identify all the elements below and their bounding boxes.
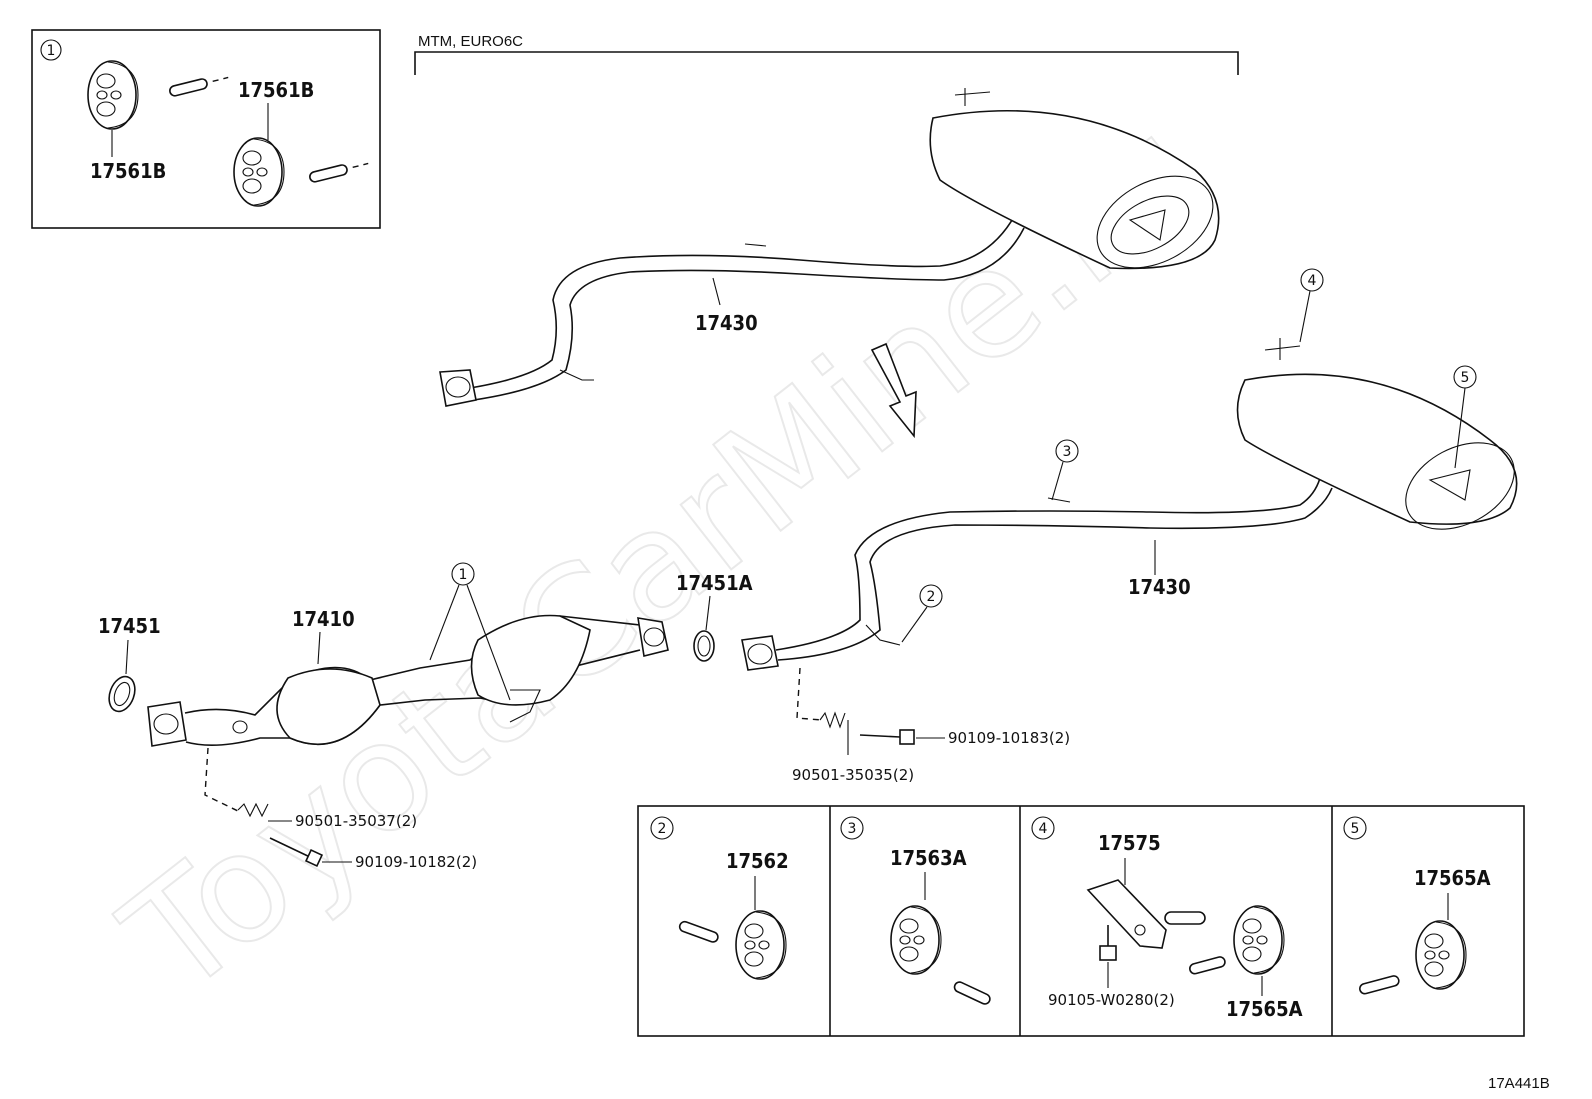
hanger-17562 <box>735 910 787 980</box>
label-17563a: 17563A <box>890 846 967 870</box>
gasket-17451: 17451 <box>98 614 161 713</box>
label-17430-top: 17430 <box>695 311 758 335</box>
detail-box-2: 2 17562 <box>650 816 789 980</box>
label-17561b-bottom: 17561B <box>90 159 166 183</box>
gasket-17451a: 17451A <box>676 571 753 662</box>
label-17562: 17562 <box>726 849 789 873</box>
fasteners-front: 90501-35037(2) 90109-10182(2) <box>204 747 477 871</box>
label-90109-10183: 90109-10183(2) <box>948 729 1070 747</box>
label-17575: 17575 <box>1098 831 1161 855</box>
detail-box-4: 4 17575 90105-W0280(2) 17565A <box>1031 816 1303 1021</box>
tailpipe-assembly-bottom: 17430 4 5 3 2 <box>741 268 1518 671</box>
detail-box-1: 1 17561B 17561B <box>31 29 381 229</box>
callout-3: 3 <box>1063 444 1072 460</box>
label-17451: 17451 <box>98 614 161 638</box>
detail-box-5-ref: 5 <box>1351 821 1360 837</box>
detail-strip <box>637 805 1525 1037</box>
callout-2: 2 <box>927 589 936 605</box>
variant-bracket: MTM, EURO6C <box>414 33 1239 75</box>
rod-b <box>307 157 371 184</box>
callout-1: 1 <box>459 567 468 583</box>
hanger-17561b-b <box>233 137 285 207</box>
label-17451a: 17451A <box>676 571 753 595</box>
bracket-17575 <box>1086 879 1206 949</box>
label-90501-35035: 90501-35035(2) <box>792 766 914 784</box>
rod-box4 <box>1189 956 1226 975</box>
callout-4: 4 <box>1308 273 1317 289</box>
hanger-17565a-box5 <box>1415 920 1467 990</box>
label-90501-35037: 90501-35037(2) <box>295 812 417 830</box>
label-17410: 17410 <box>292 607 355 631</box>
hanger-17565a-box4 <box>1233 905 1285 975</box>
label-17430-bottom: 17430 <box>1128 575 1191 599</box>
label-90105-w0280: 90105-W0280(2) <box>1048 991 1175 1009</box>
fasteners-rear: 90501-35035(2) 90109-10183(2) <box>792 667 1070 784</box>
label-17565a-box4: 17565A <box>1226 997 1303 1021</box>
rod-box5 <box>1359 975 1400 995</box>
detail-box-5: 5 17565A <box>1343 816 1491 995</box>
detail-box-3: 3 17563A <box>840 816 991 1005</box>
tailpipe-assembly-top: 17430 <box>439 88 1220 407</box>
detail-box-2-ref: 2 <box>658 821 667 837</box>
detail-box-3-ref: 3 <box>848 821 857 837</box>
label-90109-10182: 90109-10182(2) <box>355 853 477 871</box>
detail-box-1-ref: 1 <box>47 43 56 59</box>
variant-header: MTM, EURO6C <box>418 33 523 50</box>
rod-a <box>167 71 231 98</box>
label-17565a-box5: 17565A <box>1414 866 1491 890</box>
hanger-17563a <box>890 905 942 975</box>
label-17561b-top: 17561B <box>238 78 314 102</box>
direction-arrow <box>870 342 917 439</box>
figure-code: 17A441B <box>1488 1075 1550 1092</box>
front-pipe-converter: 17410 1 <box>147 562 669 747</box>
hanger-17561b-a <box>87 60 139 130</box>
detail-box-4-ref: 4 <box>1039 821 1048 837</box>
callout-5: 5 <box>1461 370 1470 386</box>
bolt-90105 <box>1099 925 1117 961</box>
rod-17563a <box>953 981 991 1005</box>
rod-17562 <box>678 920 719 943</box>
